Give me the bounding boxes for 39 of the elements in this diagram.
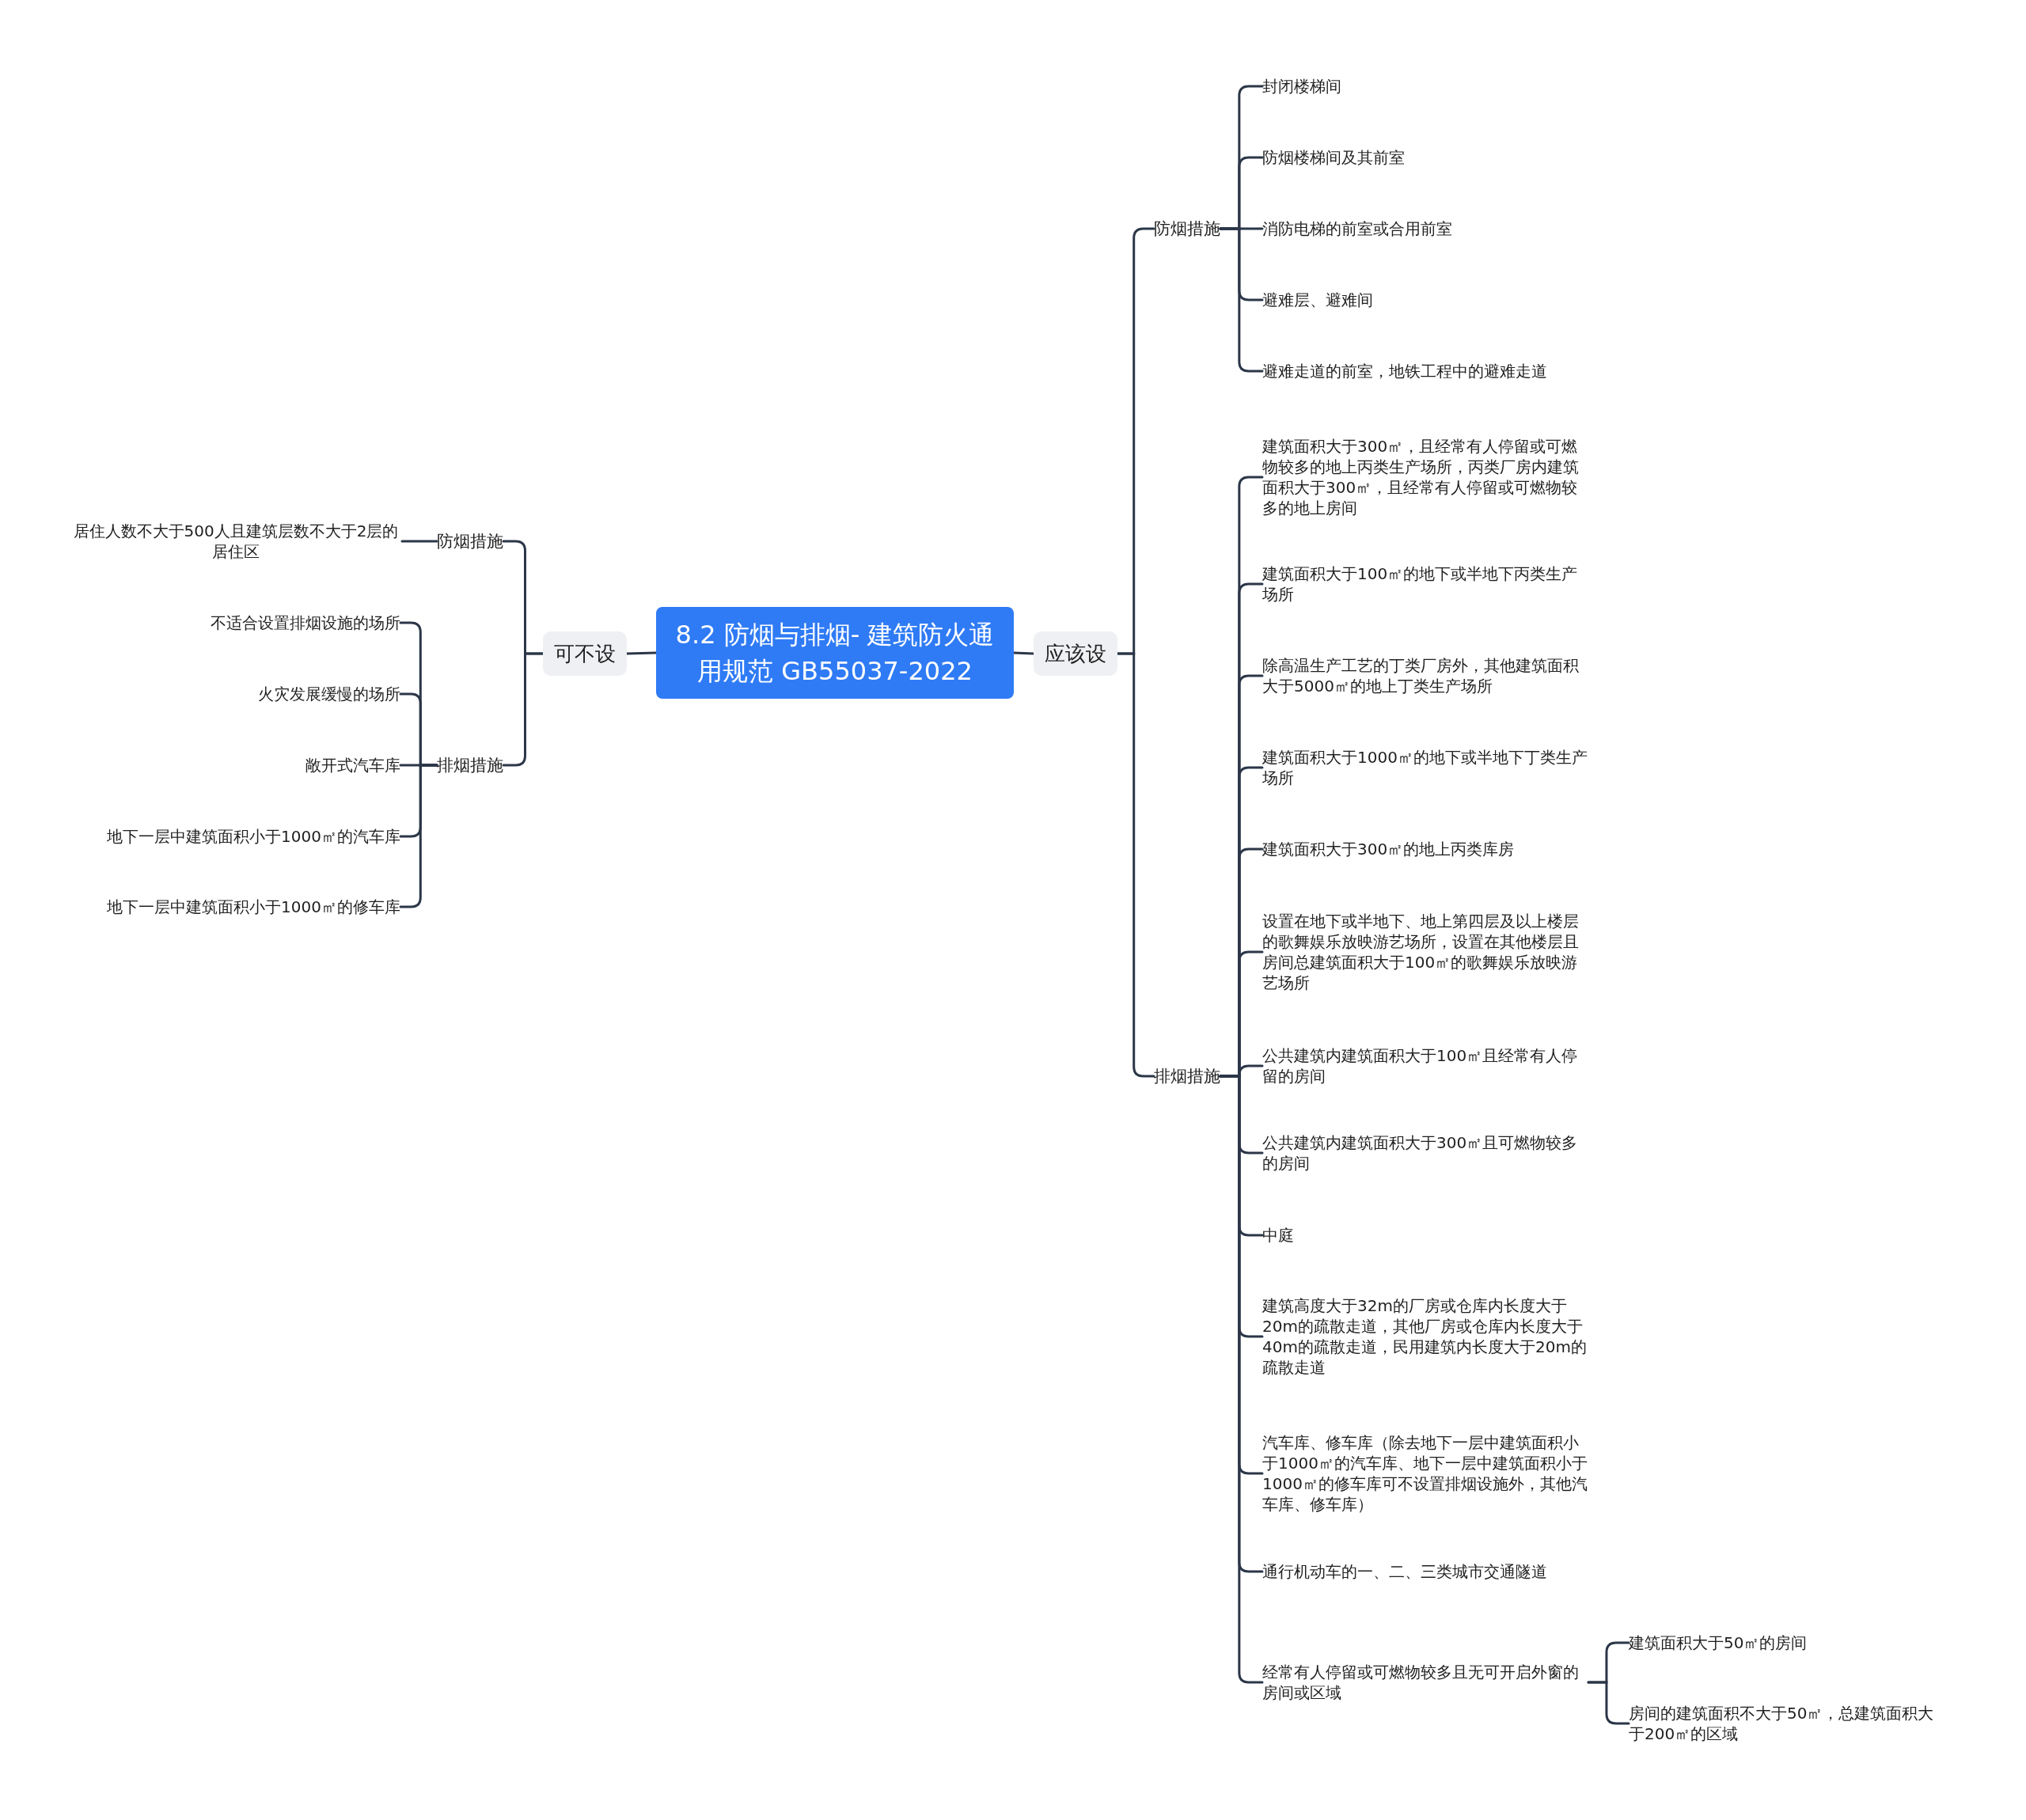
subtopic-label: 排烟措施	[1154, 1066, 1220, 1086]
topic-label: 经常有人停留或可燃物较多且无可开启外窗的房间或区域	[1262, 1662, 1588, 1703]
topic-label: 避难走道的前室，地铁工程中的避难走道	[1262, 361, 1611, 381]
topic-label: 敞开式汽车库	[47, 755, 400, 775]
subtopic-label: 防烟措施	[437, 531, 503, 552]
connector-line	[625, 651, 658, 655]
topic-label: 地下一层中建筑面积小于1000㎡的修车库	[47, 897, 400, 917]
main-branch-topic: 可不设	[543, 631, 627, 676]
topic-label: 地下一层中建筑面积小于1000㎡的汽车库	[47, 826, 400, 847]
topic-label: 消防电梯的前室或合用前室	[1262, 218, 1611, 239]
topic-label: 封闭楼梯间	[1262, 76, 1611, 97]
topic-label: 公共建筑内建筑面积大于300㎡且可燃物较多的房间	[1262, 1132, 1588, 1174]
topic-label: 建筑面积大于300㎡，且经常有人停留或可燃物较多的地上丙类生产场所，丙类厂房内建筑面积大于300㎡，且经常有人停留或可燃物较多的地上房间	[1262, 436, 1588, 518]
connector-line	[502, 652, 544, 767]
topic-label: 避难层、避难间	[1262, 290, 1611, 310]
topic-label: 火灾发展缓慢的场所	[47, 684, 400, 704]
topic-label: 建筑面积大于1000㎡的地下或半地下丁类生产场所	[1262, 747, 1588, 788]
central-topic: 8.2 防烟与排烟- 建筑防火通用规范 GB55037-2022	[656, 607, 1014, 699]
topic-label: 通行机动车的一、二、三类城市交通隧道	[1262, 1561, 1588, 1582]
topic-label: 建筑面积大于300㎡的地上丙类库房	[1262, 839, 1588, 859]
main-branch-topic: 应该设	[1034, 631, 1117, 676]
connector-line	[1219, 1075, 1264, 1684]
connector-line	[1116, 652, 1155, 1078]
topic-label: 中庭	[1262, 1225, 1588, 1246]
topic-label: 建筑面积大于100㎡的地下或半地下丙类生产场所	[1262, 563, 1588, 605]
topic-label: 汽车库、修车库（除去地下一层中建筑面积小于1000㎡的汽车库、地下一层中建筑面积小于1000㎡的修车库可不设置排烟设施外，其他汽车库、修车库）	[1262, 1432, 1588, 1515]
subtopic-label: 防烟措施	[1154, 218, 1220, 239]
topic-label: 公共建筑内建筑面积大于100㎡且经常有人停留的房间	[1262, 1045, 1588, 1086]
topic-label: 建筑面积大于50㎡的房间	[1629, 1632, 1961, 1653]
topic-label: 设置在地下或半地下、地上第四层及以上楼层的歌舞娱乐放映游艺场所，设置在其他楼层且房间总建筑面积大于100㎡的歌舞娱乐放映游艺场所	[1262, 911, 1588, 993]
topic-label: 不适合设置排烟设施的场所	[47, 612, 400, 633]
topic-label: 建筑高度大于32m的厂房或仓库内长度大于20m的疏散走道，其他厂房或仓库内长度大于40m的疏散走道，民用建筑内长度大于20m的疏散走道	[1262, 1295, 1588, 1378]
topic-label: 房间的建筑面积不大于50㎡，总建筑面积大于200㎡的区域	[1629, 1703, 1945, 1744]
topic-label: 防烟楼梯间及其前室	[1262, 147, 1611, 168]
topic-label: 居住人数不大于500人且建筑层数不大于2层的居住区	[70, 521, 402, 562]
topic-label: 除高温生产工艺的丁类厂房外，其他建筑面积大于5000㎡的地上丁类生产场所	[1262, 655, 1588, 696]
connector-line	[1012, 651, 1035, 655]
subtopic-label: 排烟措施	[437, 755, 503, 775]
connector-line	[400, 540, 438, 543]
